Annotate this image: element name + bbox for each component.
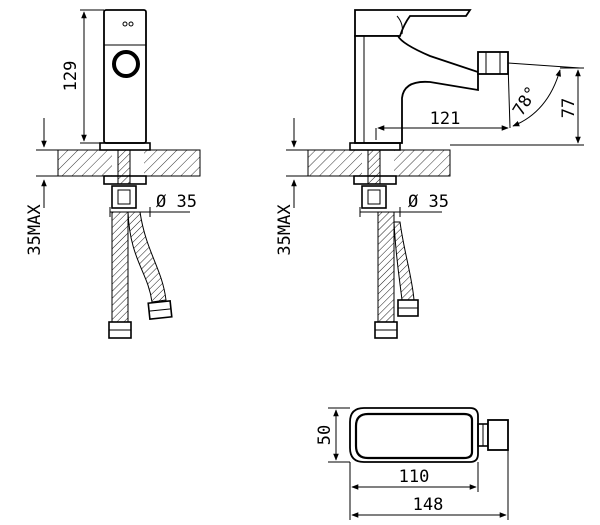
front-hole-dimension: Ø 35: [156, 192, 197, 212]
top-total-length-dimension: 148: [413, 495, 444, 515]
front-outlet: [112, 50, 140, 78]
side-reach-dimension: 121: [430, 109, 461, 129]
front-height-dimension: 129: [61, 61, 81, 92]
top-depth-dimension: 50: [315, 425, 335, 445]
side-spray-angle-dimension: 78°: [509, 83, 542, 120]
top-handle-outline: [349, 407, 479, 463]
side-faucet-body: [354, 35, 479, 144]
side-hole-dimension: Ø 35: [408, 192, 449, 212]
side-lever-handle: [354, 9, 472, 37]
side-max-thickness-dimension: 35MAX: [275, 204, 295, 256]
front-max-thickness-dimension: 35MAX: [25, 204, 45, 256]
top-view: 50 110 148: [315, 407, 509, 520]
front-view: 129 35MAX Ø 35: [25, 9, 201, 339]
side-view: 78° 77 121 35MAX Ø 35: [275, 9, 584, 339]
top-length-dimension: 110: [399, 467, 430, 487]
top-nozzle: [487, 419, 509, 451]
side-height-dimension: 77: [559, 98, 579, 118]
side-nozzle: [477, 51, 509, 75]
